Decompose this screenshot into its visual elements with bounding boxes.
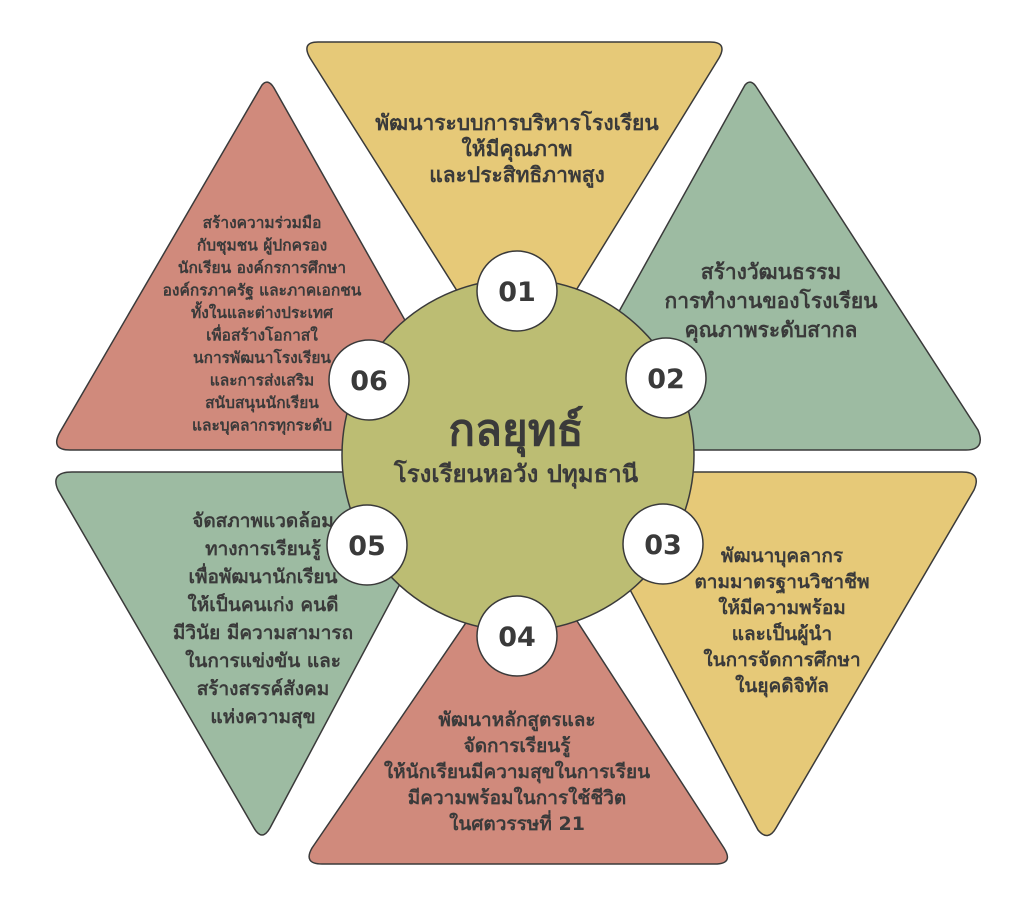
- strategy-5-line: มีวินัย มีความสามารถ: [173, 622, 353, 644]
- strategy-6-line: เพื่อสร้างโอกาสใ: [206, 324, 318, 345]
- badge-03-number: 03: [644, 530, 682, 561]
- strategy-2-line: คุณภาพระดับสากล: [685, 318, 858, 344]
- strategy-03-text: พัฒนาบุคลากรตามมาตรฐานวิชาชีพให้มีความพร…: [694, 545, 869, 698]
- strategy-6-line: องค์กรภาครัฐ และภาคเอกชน: [163, 282, 362, 301]
- strategy-6-line: สนับสนุนนักเรียน: [205, 394, 319, 413]
- center-title: กลยุทธ์: [448, 405, 583, 458]
- strategy-4-line: มีความพร้อมในการใช้ชีวิต: [408, 786, 626, 809]
- strategy-6-line: และการส่งเสริม: [210, 372, 315, 390]
- strategy-05-text: จัดสภาพแวดล้อมทางการเรียนรู้เพื่อพัฒนานั…: [173, 510, 353, 729]
- strategy-5-line: แห่งความสุข: [210, 706, 315, 729]
- badge-01-number: 01: [498, 277, 536, 308]
- strategy-2-line: สร้างวัฒนธรรม: [701, 260, 841, 284]
- strategy-1-line: พัฒนาระบบการบริหารโรงเรียน: [375, 110, 659, 135]
- strategy-01-text: พัฒนาระบบการบริหารโรงเรียนให้มีคุณภาพและ…: [375, 110, 659, 189]
- strategy-04-text: พัฒนาหลักสูตรและจัดการเรียนรู้ให้นักเรีย…: [384, 709, 650, 835]
- badge-05-number: 05: [348, 531, 386, 562]
- strategy-6-line: นการพัฒนาโรงเรียน: [193, 348, 331, 367]
- strategy-4-line: จัดการเรียนรู้: [464, 735, 572, 758]
- badge-02: 02: [625, 337, 707, 419]
- badge-02-number: 02: [647, 364, 685, 395]
- strategy-1-line: และประสิทธิภาพสูง: [429, 163, 605, 189]
- strategy-6-line: ทั้งในและต่างประเทศ: [191, 301, 334, 322]
- strategy-5-line: ในการแข่งขัน และ: [185, 649, 341, 672]
- strategy-3-line: พัฒนาบุคลากร: [721, 545, 844, 568]
- strategy-6-line: และบุคลากรทุกระดับ: [192, 417, 332, 436]
- strategy-3-line: ในยุคดิจิทัล: [735, 674, 829, 698]
- strategy-5-line: ทางการเรียนรู้: [205, 538, 322, 561]
- strategy-5-line: ให้เป็นคนเก่ง คนดี: [188, 592, 339, 616]
- badge-04: 04: [476, 595, 558, 677]
- strategy-5-line: จัดสภาพแวดล้อม: [192, 510, 334, 532]
- badge-04-number: 04: [498, 622, 536, 653]
- strategy-4-line: ในศตวรรษที่ 21: [449, 810, 585, 835]
- strategy-06-text: สร้างความร่วมมือกับชุมชน ผู้ปกครองนักเรี…: [163, 214, 362, 436]
- strategy-4-line: พัฒนาหลักสูตรและ: [438, 709, 595, 732]
- strategy-3-line: ให้มีความพร้อม: [718, 596, 846, 619]
- strategy-2-line: การทำงานของโรงเรียน: [665, 288, 879, 313]
- badge-01: 01: [476, 250, 558, 332]
- strategy-5-line: สร้างสรรค์สังคม: [197, 678, 330, 700]
- strategy-6-line: สร้างความร่วมมือ: [203, 214, 322, 232]
- strategy-1-line: ให้มีคุณภาพ: [462, 136, 573, 163]
- strategy-6-line: กับชุมชน ผู้ปกครอง: [197, 237, 327, 257]
- strategy-3-line: และเป็นผู้นำ: [732, 621, 832, 646]
- strategy-5-line: เพื่อพัฒนานักเรียน: [188, 563, 337, 588]
- badge-03: 03: [622, 503, 704, 585]
- badge-06: 06: [328, 339, 410, 421]
- strategy-4-line: ให้นักเรียนมีความสุขในการเรียน: [384, 760, 650, 784]
- strategy-3-line: ในการจัดการศึกษา: [703, 648, 860, 671]
- strategy-3-line: ตามมาตรฐานวิชาชีพ: [694, 571, 869, 595]
- center-subtitle: โรงเรียนหอวัง ปทุมธานี: [393, 459, 639, 490]
- strategy-6-line: นักเรียน องค์กรการศึกษา: [178, 259, 346, 277]
- badge-05: 05: [326, 504, 408, 586]
- badge-06-number: 06: [350, 366, 388, 397]
- strategy-02-text: สร้างวัฒนธรรมการทำงานของโรงเรียนคุณภาพระ…: [665, 260, 879, 344]
